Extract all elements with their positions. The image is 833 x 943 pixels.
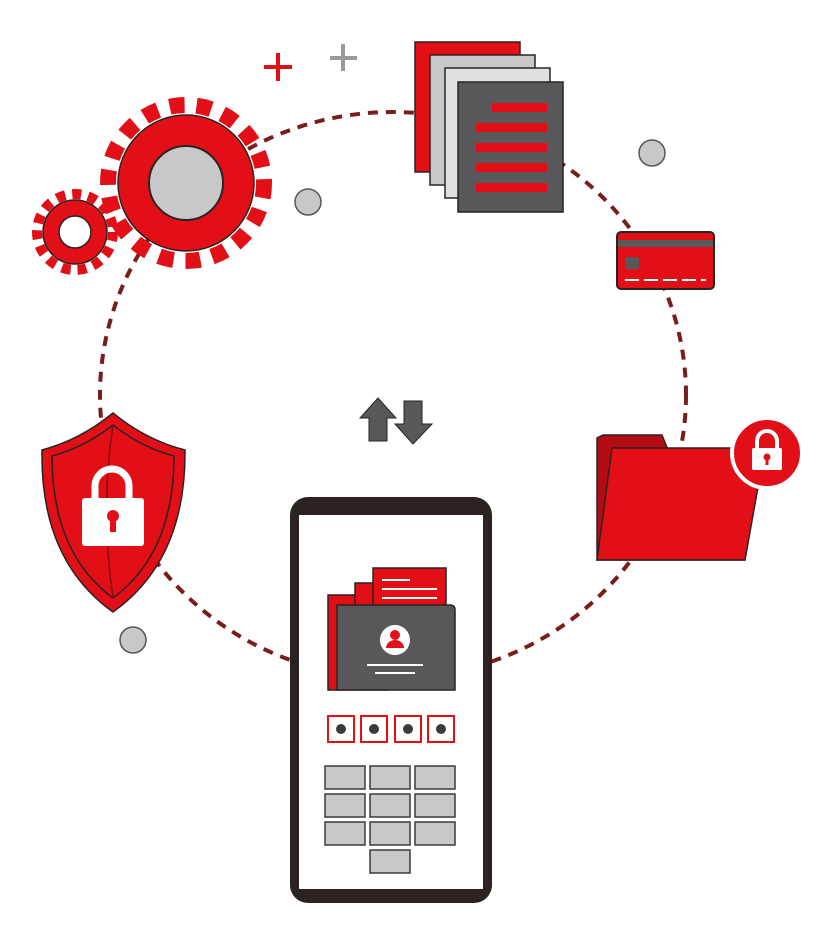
keypad-key bbox=[414, 821, 456, 846]
user-icon bbox=[367, 625, 423, 674]
keypad-key bbox=[369, 793, 411, 818]
decor-dot bbox=[119, 626, 147, 654]
keypad-key bbox=[414, 793, 456, 818]
decor-dot bbox=[294, 188, 322, 216]
credit-card-icon bbox=[616, 231, 715, 290]
sync-arrows-icon bbox=[358, 397, 434, 445]
keypad-key bbox=[324, 793, 366, 818]
keypad-key bbox=[369, 821, 411, 846]
plus-icon bbox=[330, 44, 357, 71]
gear-icon bbox=[32, 189, 118, 275]
profile-folder bbox=[327, 567, 456, 691]
keypad-key bbox=[324, 765, 366, 790]
decor-dot bbox=[638, 139, 666, 167]
pin-code-icon bbox=[327, 715, 455, 743]
shield-icon bbox=[41, 412, 186, 613]
lock-icon bbox=[730, 416, 804, 490]
keypad-key bbox=[414, 765, 456, 790]
keypad-key bbox=[324, 821, 366, 846]
keypad-icon bbox=[324, 765, 456, 874]
gear-icon bbox=[100, 97, 272, 269]
folder-icon bbox=[596, 434, 766, 561]
plus-icon bbox=[264, 53, 292, 81]
documents-icon bbox=[414, 41, 564, 213]
keypad-key bbox=[369, 849, 411, 874]
keypad-key bbox=[369, 765, 411, 790]
